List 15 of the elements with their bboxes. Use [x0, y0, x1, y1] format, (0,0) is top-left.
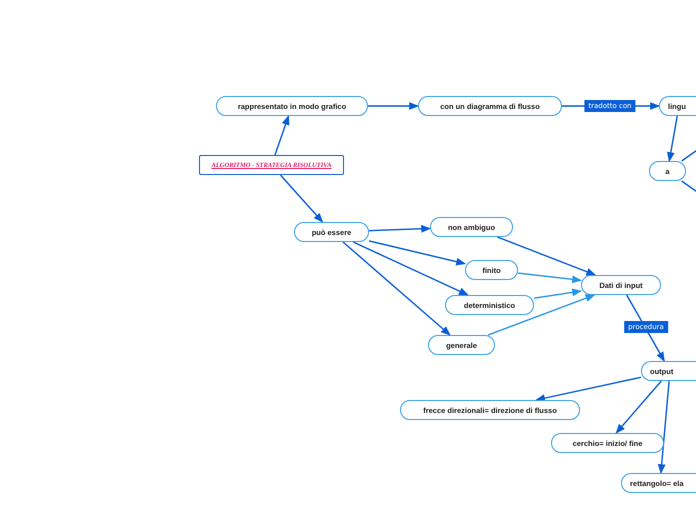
arrow [274, 115, 290, 156]
arrow [368, 102, 419, 110]
arrow [368, 240, 466, 266]
arrow [534, 288, 582, 299]
arrow [518, 272, 582, 284]
arrow [342, 241, 451, 336]
arrow [497, 236, 596, 276]
arrow [658, 380, 670, 474]
arrow [535, 376, 642, 402]
arrow [488, 294, 596, 336]
arrow [280, 174, 324, 223]
arrow [368, 224, 431, 233]
arrow [666, 116, 678, 162]
arrow [352, 241, 469, 296]
arrow [616, 380, 662, 434]
